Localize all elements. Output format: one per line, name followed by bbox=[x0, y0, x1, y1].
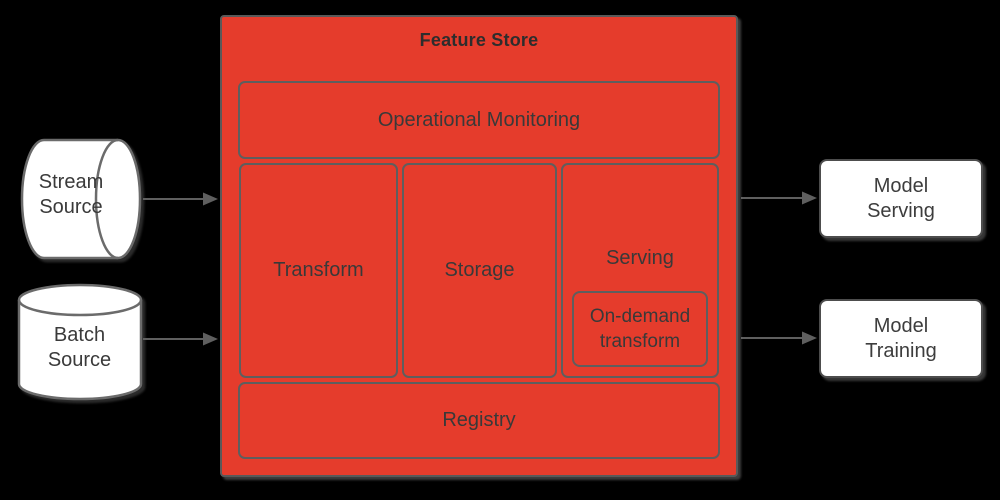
on-demand-transform-line1: On-demand bbox=[589, 306, 691, 327]
stream-source-line1: Stream bbox=[38, 171, 104, 193]
storage-label: Storage bbox=[444, 259, 515, 281]
model-serving-line1: Model bbox=[873, 174, 929, 197]
batch-source-label: Batch Source bbox=[18, 323, 141, 373]
arrow-batch-to-store bbox=[143, 332, 218, 346]
arrow-store-to-model-training bbox=[741, 331, 817, 345]
feature-store-title: Feature Store bbox=[419, 30, 539, 50]
on-demand-transform-box: On-demand transform bbox=[572, 291, 708, 367]
serving-box: Serving bbox=[561, 163, 719, 378]
registry-label: Registry bbox=[442, 409, 516, 431]
feature-store-container: Feature Store Operational Monitoring Tra… bbox=[220, 15, 738, 477]
on-demand-transform-line2: transform bbox=[599, 331, 681, 352]
operational-monitoring-box: Operational Monitoring bbox=[238, 81, 720, 159]
transform-box: Transform bbox=[239, 163, 398, 378]
batch-source-line1: Batch bbox=[53, 324, 106, 346]
arrow-stream-to-store bbox=[143, 192, 218, 206]
model-serving-line2: Serving bbox=[867, 199, 935, 222]
serving-label: Serving bbox=[606, 247, 674, 269]
stream-source-line2: Source bbox=[39, 196, 103, 218]
storage-box: Storage bbox=[402, 163, 557, 378]
arrow-store-to-model-serving bbox=[741, 191, 817, 205]
stream-source-cylinder bbox=[20, 138, 142, 260]
registry-box: Registry bbox=[238, 382, 720, 459]
batch-source-cylinder bbox=[17, 283, 143, 401]
operational-monitoring-label: Operational Monitoring bbox=[377, 108, 581, 131]
model-serving-box: Model Serving bbox=[819, 159, 983, 238]
model-training-line1: Model bbox=[873, 314, 929, 337]
batch-source-line2: Source bbox=[47, 349, 112, 371]
model-training-box: Model Training bbox=[819, 299, 983, 378]
model-training-line2: Training bbox=[865, 339, 937, 362]
transform-label: Transform bbox=[273, 259, 364, 281]
stream-source-label: Stream Source bbox=[24, 170, 118, 220]
